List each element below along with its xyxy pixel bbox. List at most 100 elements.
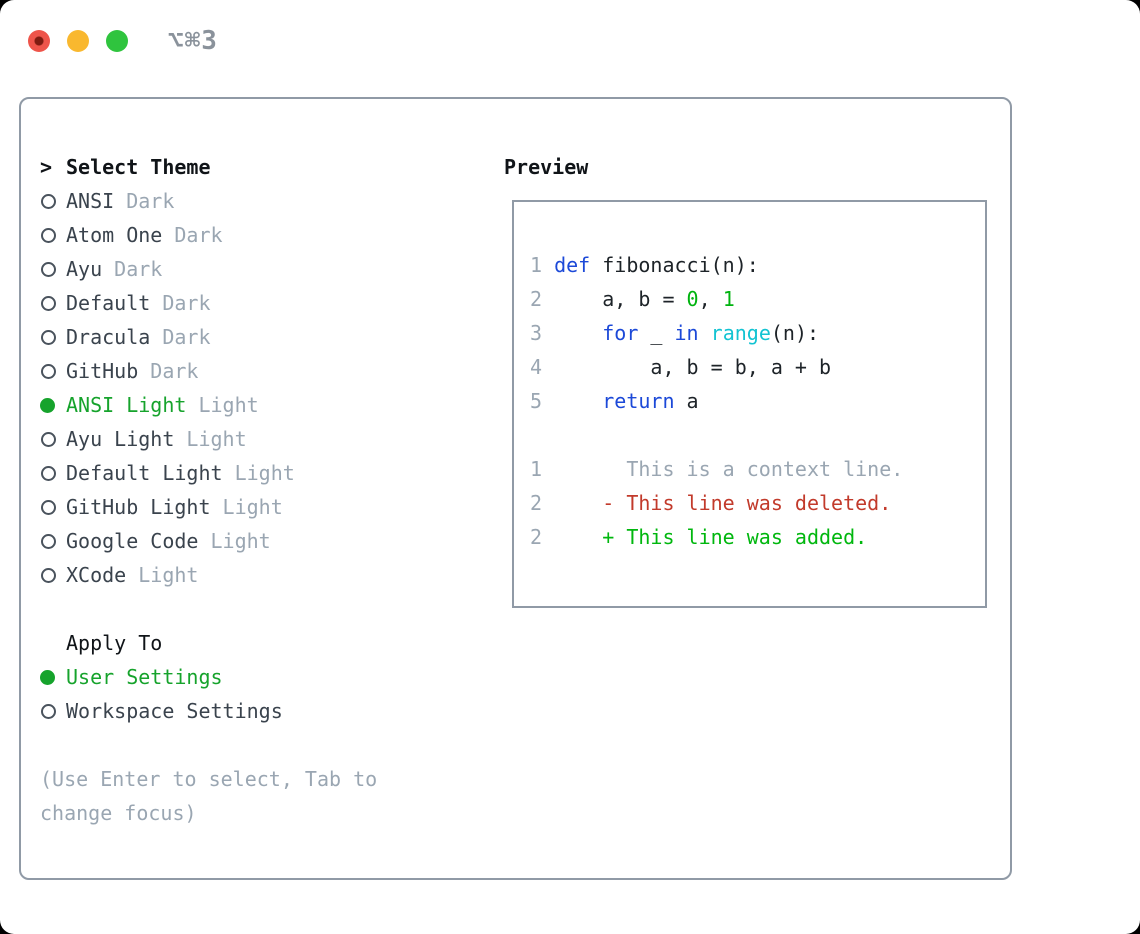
preview-header: Preview [504,150,588,184]
code-line: 1 This is a context line. [530,452,985,486]
code-line: 5 return a [530,384,985,418]
zoom-button[interactable] [106,30,128,52]
theme-variant-badge: Dark [162,223,223,247]
apply-to-title: Apply To [66,631,163,655]
theme-option-ansi-light-light[interactable]: ANSI Light Light [40,388,377,422]
apply-option-label: User Settings [66,665,223,689]
code-token-deleted: - This line was deleted. [554,491,892,515]
theme-option-ansi-dark[interactable]: ANSI Dark [40,184,377,218]
radio-ring [41,227,56,243]
radio-dot [40,669,55,685]
radio-ring [41,193,56,209]
theme-name: Google Code [66,529,199,553]
theme-variant-badge: Light [198,529,271,553]
code-token-keyword: in [674,321,699,345]
code-line: 2 a, b = 0, 1 [530,282,985,316]
theme-variant-badge: Light [174,427,247,451]
code-token-number: 0 [686,287,699,311]
code-token-number: 1 [722,287,735,311]
apply-option-label: Workspace Settings [66,699,283,723]
line-number: 2 [530,287,555,311]
line-number: 5 [530,389,555,413]
theme-option-default-light-light[interactable]: Default Light Light [40,456,377,490]
code-token-fg [554,321,602,345]
section-gap [40,592,377,626]
radio-selected-icon [40,397,66,413]
theme-variant-badge: Light [222,461,295,485]
theme-variant-badge: Dark [150,325,211,349]
code-token-keyword: for [602,321,639,345]
code-token-fg [699,321,711,345]
line-number: 4 [530,355,555,379]
theme-name: XCode [66,563,127,587]
theme-name: ANSI [66,189,115,213]
theme-name: Ayu [66,257,103,281]
close-button[interactable] [28,30,50,52]
radio-icon [40,567,66,583]
code-token-fg: a, b = [554,287,687,311]
cursor-arrow-icon: > [40,155,53,179]
radio-ring [41,329,56,345]
radio-icon [40,363,66,379]
radio-icon [40,533,66,549]
radio-dot [40,397,55,413]
radio-ring [41,431,56,447]
radio-icon [40,499,66,515]
radio-icon [40,295,66,311]
radio-icon [40,329,66,345]
code-line: 2 + This line was added. [530,520,985,554]
apply-to-header: Apply To [40,626,377,660]
code-line: 3 for _ in range(n): [530,316,985,350]
theme-option-github-light-light[interactable]: GitHub Light Light [40,490,377,524]
theme-variant-badge: Light [210,495,283,519]
line-number: 2 [530,525,555,549]
radio-icon [40,431,66,447]
theme-variant-badge: Dark [102,257,163,281]
code-token-fg: a [674,389,699,413]
theme-option-ayu-dark[interactable]: Ayu Dark [40,252,377,286]
theme-name: GitHub [66,359,139,383]
code-token-fg: a, b = b, a + b [554,355,832,379]
theme-option-github-dark[interactable]: GitHub Dark [40,354,377,388]
apply-option-workspace-settings[interactable]: Workspace Settings [40,694,377,728]
radio-ring [41,499,56,515]
radio-ring [41,703,56,719]
radio-ring [41,465,56,481]
help-line-2: change focus) [40,801,197,825]
titlebar: ⌥⌘3 [28,26,218,56]
theme-option-google-code-light[interactable]: Google Code Light [40,524,377,558]
theme-option-atom-one-dark[interactable]: Atom One Dark [40,218,377,252]
select-theme-header: > Select Theme [40,150,377,184]
apply-option-user-settings[interactable]: User Settings [40,660,377,694]
code-line [530,418,985,452]
theme-name: Default [66,291,151,315]
theme-option-xcode-light[interactable]: XCode Light [40,558,377,592]
code-line: 1 def fibonacci(n): [530,248,985,282]
theme-name: Ayu Light [66,427,175,451]
code-line: 4 a, b = b, a + b [530,350,985,384]
line-number [530,423,554,447]
radio-icon [40,703,66,719]
code-token-fg: (n): [770,321,820,345]
line-number: 3 [530,321,555,345]
theme-option-default-dark[interactable]: Default Dark [40,286,377,320]
code-token-fg: , [698,287,723,311]
line-number: 2 [530,491,555,515]
theme-name: GitHub Light [66,495,211,519]
theme-name: Dracula [66,325,151,349]
window-title: ⌥⌘3 [168,26,218,56]
theme-option-ayu-light-light[interactable]: Ayu Light Light [40,422,377,456]
help-line-1: (Use Enter to select, Tab to [40,767,378,791]
minimize-button[interactable] [67,30,89,52]
theme-name: Atom One [66,223,163,247]
preview-title: Preview [504,155,589,179]
theme-option-dracula-dark[interactable]: Dracula Dark [40,320,377,354]
code-line: 2 - This line was deleted. [530,486,985,520]
radio-icon [40,193,66,209]
